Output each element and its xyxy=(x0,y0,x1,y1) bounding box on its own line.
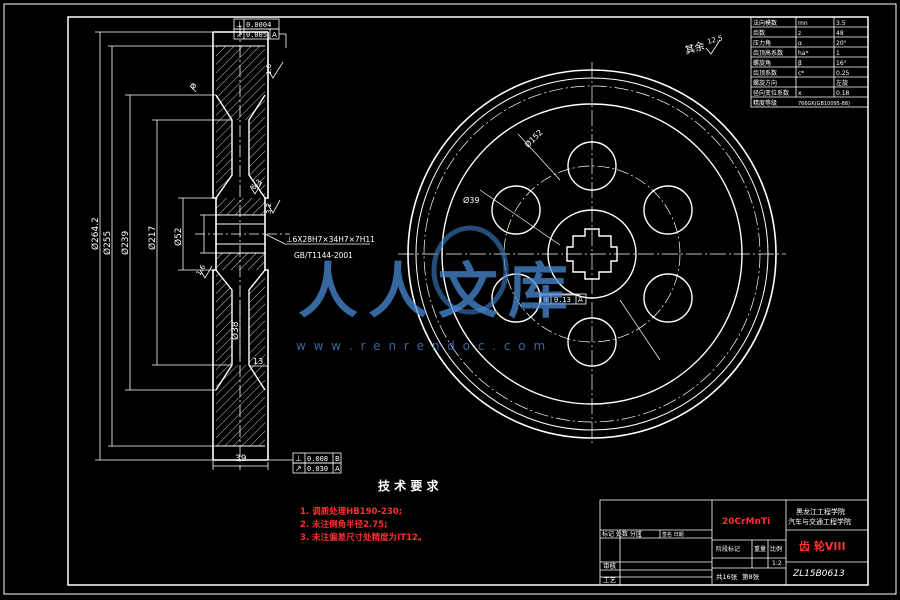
param-cell-r5-c2: 0.25 xyxy=(836,70,850,77)
inner-frame xyxy=(67,16,869,586)
parameter-table xyxy=(750,16,869,108)
bottom-dimension xyxy=(212,365,269,470)
param-cell-r4-c0: 螺旋角 xyxy=(753,59,771,67)
tech-req-title: 技 术 要 求 xyxy=(378,478,440,493)
datum-marker-top: Φ xyxy=(190,82,196,91)
tol-bot2-val: 0.030 xyxy=(307,465,328,473)
part-name: 齿 轮VIII xyxy=(799,539,846,553)
review-label: 审核 xyxy=(603,561,617,570)
dept-name: 汽车与交通工程学院 xyxy=(788,517,851,526)
param-cell-r5-c1: c* xyxy=(798,70,804,77)
watermark-brand: 人人文库 xyxy=(298,257,578,327)
tech-req-item-3: 3. 未注偏差尺寸处精度为IT12。 xyxy=(300,532,426,543)
spline-leader xyxy=(264,233,286,245)
stage-label: 阶段标记 xyxy=(716,545,740,553)
param-cell-r8-c0: 精度等级 xyxy=(753,99,777,107)
tol-bot1-ref: B xyxy=(335,455,340,463)
tol-bot1-sym: ⊥ xyxy=(295,454,302,463)
sheet-number: 第8张 xyxy=(742,572,760,581)
param-cell-r0-c1: mn xyxy=(798,20,808,27)
tol-pos-val: 0.13 xyxy=(554,296,571,304)
param-cell-r0-c2: 3.5 xyxy=(836,20,846,27)
sheet-count: 共16张 xyxy=(716,572,738,581)
other-roughness-symbol xyxy=(705,39,721,55)
tol-bot2-sym: ↗ xyxy=(295,464,302,473)
drawing-number: ZL15B0613 xyxy=(792,569,845,579)
param-cell-r0-c0: 法向模数 xyxy=(753,19,777,27)
spline-standard: GB/T1144-2001 xyxy=(294,251,353,260)
dim-bore: Ø38 xyxy=(230,321,241,340)
param-cell-r1-c2: 48 xyxy=(836,30,844,37)
param-cell-r5-c0: 齿顶系数 xyxy=(753,69,777,77)
dim-od: Ø255 xyxy=(102,231,113,255)
tol-top2-ref: A xyxy=(272,31,277,39)
weight-label: 重量 xyxy=(754,545,766,553)
front-view xyxy=(398,62,786,446)
process-label: 工艺 xyxy=(603,576,617,584)
param-cell-r3-c0: 齿顶高系数 xyxy=(753,49,783,57)
scale-label: 比例 xyxy=(770,545,782,553)
vertical-dimension-lines xyxy=(95,31,241,462)
outer-frame xyxy=(3,3,897,595)
param-cell-r3-c2: 1 xyxy=(836,50,840,57)
param-cell-r6-c2: 左旋 xyxy=(836,79,848,87)
tol-pos-sym: ⊕ xyxy=(543,295,550,304)
tol-pos-ref: A xyxy=(578,296,583,304)
tol-bot2-ref: A xyxy=(335,465,340,473)
param-cell-r7-c1: x xyxy=(798,90,802,97)
param-cell-r3-c1: ha* xyxy=(798,50,808,57)
mark-label: 标记 处数 分区 xyxy=(602,530,642,538)
dim-web: Ø217 xyxy=(147,226,158,250)
roughness-symbols xyxy=(189,61,284,279)
param-cell-r1-c0: 齿数 xyxy=(753,29,765,37)
tol-bot1-val: 0.008 xyxy=(307,455,328,463)
param-cell-r7-c0: 径向变位系数 xyxy=(753,89,789,97)
param-cell-r1-c1: z xyxy=(798,30,801,37)
position-tolerance-frame xyxy=(540,293,587,305)
dim-hub-length: 39 xyxy=(235,454,247,464)
tol-top1-val: 0.0004 xyxy=(246,21,271,29)
param-cell-r2-c1: α xyxy=(798,40,802,47)
watermark-url: w w w . r e n r e n d o c . c o m xyxy=(296,339,547,353)
dim-overall: Ø264.2 xyxy=(90,217,101,250)
tol-top2-val: 0.005 xyxy=(246,31,267,39)
bottom-tolerance-frames xyxy=(268,452,342,474)
spline-spec: ⊥6X28H7×34H7×7H11 xyxy=(286,235,375,244)
school-name: 黑龙江工程学院 xyxy=(796,507,845,516)
param-cell-r4-c1: β xyxy=(798,60,802,67)
roughness-top: 1.6 xyxy=(265,63,273,75)
top-tolerance-frames xyxy=(233,18,287,48)
tol-top1-sym: ⊥ xyxy=(236,20,243,29)
dim-hole: Ø39 xyxy=(463,195,479,205)
section-hatching xyxy=(216,46,265,446)
dim-root: Ø239 xyxy=(120,230,131,255)
tech-req-item-2: 2. 未注倒角半径2.75; xyxy=(300,519,387,530)
tech-req-item-1: 1. 调质处理HB190-230; xyxy=(300,506,402,517)
watermark-logo xyxy=(431,225,509,315)
param-cell-r7-c2: 0.18 xyxy=(836,90,850,97)
parameter-table-text: 法向模数 mn 3.5 齿数 z 48 压力角 α 20° 齿顶高系数 ha* 1 螺旋角 β 16° 齿顶系… xyxy=(753,19,850,107)
sign-label: 签名 日期 xyxy=(662,531,684,538)
param-cell-r2-c2: 20° xyxy=(836,40,847,47)
param-cell-r6-c0: 螺旋方向 xyxy=(753,79,777,87)
tol-top2-sym: ↗ xyxy=(236,30,243,39)
param-cell-r8-c1: 766GK(GB10095-88) xyxy=(798,101,850,107)
roughness-corner: 3.2 xyxy=(265,203,273,214)
param-cell-r2-c0: 压力角 xyxy=(753,39,771,47)
other-roughness-value: 12.5 xyxy=(706,34,723,46)
dim-hub: Ø52 xyxy=(173,227,184,246)
dim-web-thickness: 13 xyxy=(253,357,263,366)
scale-value: 1:2 xyxy=(772,560,782,567)
title-block xyxy=(599,499,869,586)
param-cell-r4-c2: 16° xyxy=(836,60,847,67)
material: 20CrMnTi xyxy=(722,517,770,527)
